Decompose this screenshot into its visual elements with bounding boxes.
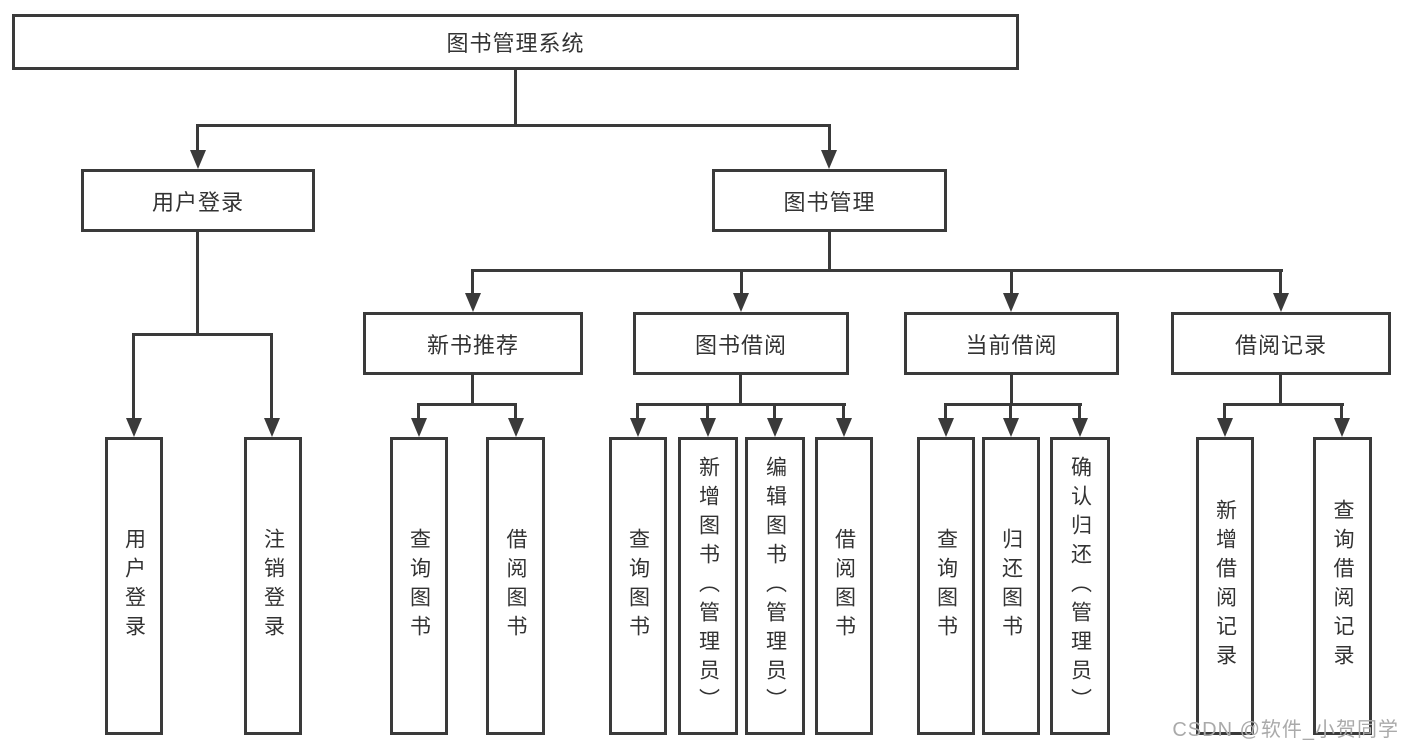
arrow-down-icon xyxy=(1217,418,1233,437)
connector-line xyxy=(514,405,517,419)
arrow-down-icon xyxy=(836,418,852,437)
node-current-borrowing: 当前借阅 xyxy=(904,312,1119,375)
connector-line xyxy=(471,269,1283,272)
node-book-management-branch: 图书管理 xyxy=(712,169,947,232)
leaf-label: 查询图书 xyxy=(407,528,431,644)
leaf-newrec-borrow-books: 借阅图书 xyxy=(486,437,545,735)
leaf-label: 借阅图书 xyxy=(832,528,856,644)
connector-line xyxy=(828,232,831,272)
connector-line xyxy=(1010,375,1013,406)
node-book-borrowing: 图书借阅 xyxy=(633,312,849,375)
leaf-label: 用户登录 xyxy=(122,528,146,644)
connector-line xyxy=(739,375,742,406)
arrow-down-icon xyxy=(700,418,716,437)
node-label: 借阅记录 xyxy=(1234,332,1327,358)
leaf-current-query-books: 查询图书 xyxy=(917,437,975,735)
node-label: 图书借阅 xyxy=(694,332,787,358)
leaf-borrow-query-books: 查询图书 xyxy=(609,437,667,735)
arrow-down-icon xyxy=(1072,418,1088,437)
arrow-down-icon xyxy=(126,418,142,437)
arrow-down-icon xyxy=(1334,418,1350,437)
connector-line xyxy=(417,403,517,406)
leaf-label: 归还图书 xyxy=(999,528,1023,644)
node-label: 图书管理系统 xyxy=(446,31,585,56)
connector-line xyxy=(1223,405,1226,419)
leaf-label: 确认归还（管理员） xyxy=(1068,455,1092,717)
arrow-down-icon xyxy=(1003,418,1019,437)
connector-line xyxy=(773,405,776,419)
leaf-newrec-query-books: 查询图书 xyxy=(390,437,448,735)
leaf-label: 查询图书 xyxy=(934,528,958,644)
arrow-down-icon xyxy=(264,418,280,437)
node-label: 图书管理 xyxy=(783,189,876,215)
node-label: 用户登录 xyxy=(151,189,244,215)
arrow-down-icon xyxy=(938,418,954,437)
leaf-borrow-borrow-books: 借阅图书 xyxy=(815,437,873,735)
arrow-down-icon xyxy=(190,150,206,169)
leaf-label: 查询图书 xyxy=(626,528,650,644)
leaf-logout: 注销登录 xyxy=(244,437,302,735)
connector-line xyxy=(1223,403,1344,406)
leaf-user-login: 用户登录 xyxy=(105,437,163,735)
arrow-down-icon xyxy=(1273,293,1289,312)
connector-line xyxy=(944,403,1082,406)
arrow-down-icon xyxy=(1003,293,1019,312)
watermark: CSDN @软件_小贺同学 xyxy=(1172,719,1399,741)
leaf-label: 注销登录 xyxy=(261,528,285,644)
connector-line xyxy=(828,126,831,153)
connector-line xyxy=(740,271,743,294)
node-borrowing-records: 借阅记录 xyxy=(1171,312,1391,375)
connector-line xyxy=(417,405,420,419)
node-label: 新书推荐 xyxy=(426,332,519,358)
leaf-records-add-record: 新增借阅记录 xyxy=(1196,437,1254,735)
node-library-management-system: 图书管理系统 xyxy=(12,14,1019,70)
leaf-records-query-record: 查询借阅记录 xyxy=(1313,437,1372,735)
node-label: 当前借阅 xyxy=(965,332,1058,358)
leaf-borrow-add-books-admin: 新增图书（管理员） xyxy=(678,437,738,735)
connector-line xyxy=(270,335,273,419)
connector-line xyxy=(196,124,831,127)
connector-line xyxy=(944,405,947,419)
connector-line xyxy=(132,335,135,419)
connector-line xyxy=(196,232,199,336)
arrow-down-icon xyxy=(733,293,749,312)
connector-line xyxy=(132,333,273,336)
connector-line xyxy=(1010,271,1013,294)
leaf-label: 新增借阅记录 xyxy=(1213,499,1237,673)
arrow-down-icon xyxy=(767,418,783,437)
connector-line xyxy=(196,126,199,153)
arrow-down-icon xyxy=(411,418,427,437)
leaf-label: 借阅图书 xyxy=(504,528,527,644)
leaf-current-confirm-return-admin: 确认归还（管理员） xyxy=(1050,437,1110,735)
connector-line xyxy=(636,405,639,419)
arrow-down-icon xyxy=(465,293,481,312)
connector-line xyxy=(471,375,474,406)
leaf-label: 新增图书（管理员） xyxy=(696,455,720,717)
connector-line xyxy=(842,405,845,419)
connector-line xyxy=(1279,375,1282,406)
arrow-down-icon xyxy=(630,418,646,437)
connector-line xyxy=(1340,405,1343,419)
connector-line xyxy=(514,70,517,126)
leaf-label: 查询借阅记录 xyxy=(1331,499,1354,673)
connector-line xyxy=(636,403,846,406)
connector-line xyxy=(706,405,709,419)
leaf-current-return-books: 归还图书 xyxy=(982,437,1040,735)
node-new-book-recommendation: 新书推荐 xyxy=(363,312,583,375)
arrow-down-icon xyxy=(821,150,837,169)
node-user-login-branch: 用户登录 xyxy=(81,169,315,232)
connector-line xyxy=(1279,271,1282,294)
arrow-down-icon xyxy=(508,418,524,437)
leaf-borrow-edit-books-admin: 编辑图书（管理员） xyxy=(745,437,805,735)
connector-line xyxy=(1009,405,1012,419)
connector-line xyxy=(471,271,474,294)
leaf-label: 编辑图书（管理员） xyxy=(763,455,787,717)
connector-line xyxy=(1078,405,1081,419)
